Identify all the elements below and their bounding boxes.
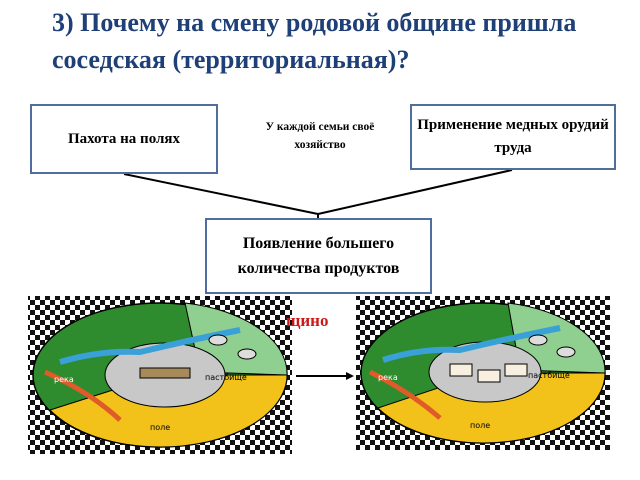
plowing-box: Пахота на полях — [30, 104, 218, 174]
left-pasture-label: пастбище — [205, 373, 247, 382]
left-river-label: река — [54, 375, 74, 384]
family-household-note: У каждой семьи своё хозяйство — [265, 121, 375, 151]
connector-left — [123, 173, 319, 215]
more-products-text: Появление большего количества продуктов — [237, 235, 400, 277]
right-field-label: поле — [470, 421, 490, 430]
connector-right — [317, 169, 513, 215]
copper-tools-text: Применение медных орудий труда — [417, 117, 609, 156]
copper-tools-box: Применение медных орудий труда — [410, 104, 616, 170]
left-community-map: река пастбище поле — [28, 296, 292, 454]
left-field-label: поле — [150, 423, 170, 432]
right-pasture-label: пастбище — [528, 371, 570, 380]
partial-red-text: щино — [286, 311, 329, 330]
more-products-box: Появление большего количества продуктов — [205, 218, 432, 294]
right-community-map: река пастбище поле — [356, 296, 610, 450]
plowing-text: Пахота на полях — [67, 130, 181, 147]
page-title: 3) Почему на смену родовой общине пришла… — [52, 8, 577, 74]
right-river-label: река — [378, 373, 398, 382]
